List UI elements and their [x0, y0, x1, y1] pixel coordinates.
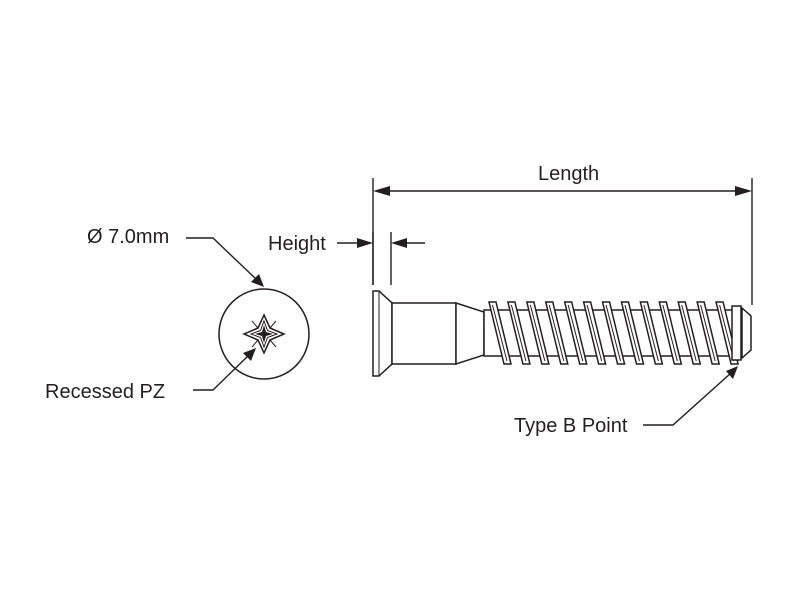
thread-crest-edge — [567, 304, 584, 362]
point-callout: Type B Point — [514, 366, 738, 437]
thread-crest-edge — [643, 304, 659, 362]
pozidriv-recess-icon — [242, 313, 286, 355]
shank-taper — [455, 301, 485, 366]
recess-callout: Recessed PZ — [45, 348, 256, 403]
screw-shank — [391, 302, 457, 365]
thread-crest-edge — [586, 304, 603, 362]
diameter-callout: Ø 7.0mm — [87, 226, 264, 287]
thread-crest-edge — [624, 304, 640, 362]
height-label: Height — [268, 233, 326, 255]
length-dimension: Length — [372, 163, 753, 305]
thread-crest-edge — [681, 304, 697, 362]
point-label: Type B Point — [514, 415, 628, 437]
screw-head-front-view — [218, 288, 310, 380]
thread-crest-edge — [700, 304, 716, 362]
height-dimension: Height — [268, 232, 425, 285]
type-b-point — [741, 306, 752, 360]
screw-side-view — [372, 290, 752, 377]
diameter-label: Ø 7.0mm — [87, 226, 169, 248]
thread-crests — [488, 301, 740, 365]
thread-crest-edge — [510, 304, 527, 362]
thread-crest-edge — [605, 304, 622, 362]
thread-crest-edge — [529, 304, 546, 362]
thread-crest-edge — [492, 304, 508, 362]
recess-label: Recessed PZ — [45, 381, 165, 403]
thread-crest-edge — [662, 304, 678, 362]
length-label: Length — [538, 163, 599, 185]
thread-crest-edge — [548, 304, 565, 362]
countersunk-head — [372, 290, 393, 377]
